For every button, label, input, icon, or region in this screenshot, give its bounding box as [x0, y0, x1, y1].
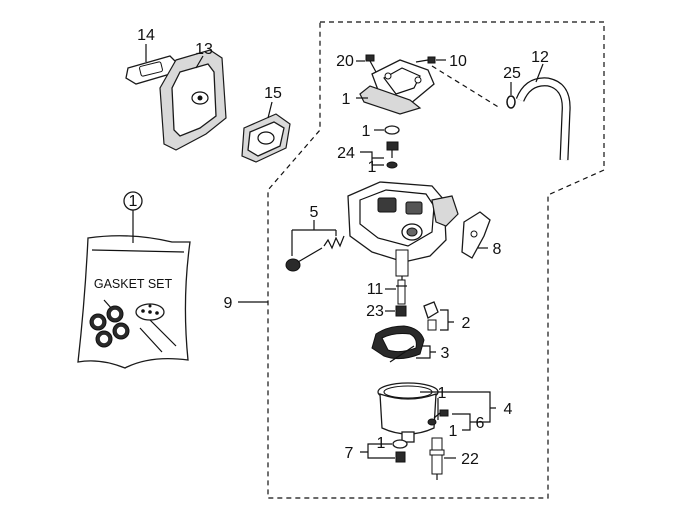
callout-14: 14 — [137, 27, 155, 44]
pilot-screw-5 — [285, 235, 345, 272]
choke-lever-8 — [461, 211, 491, 259]
callout-7: 7 — [345, 445, 354, 462]
callout-3: 3 — [441, 345, 450, 362]
callout-15: 15 — [264, 85, 282, 102]
drain-screw-6 — [427, 409, 449, 426]
gasket-set-ref: 1 — [129, 193, 138, 210]
clamp-25 — [506, 95, 516, 109]
main-jet-23 — [395, 305, 407, 317]
carburetor-body — [347, 181, 459, 282]
callout-9: 9 — [224, 295, 233, 312]
callout-11: 11 — [367, 281, 384, 298]
drain-tube-22 — [429, 437, 445, 480]
callout-1-bowl: 1 — [438, 385, 447, 402]
callout-12: 12 — [531, 49, 549, 66]
callout-13: 13 — [195, 41, 213, 58]
callout-8: 8 — [493, 241, 502, 258]
callout-5: 5 — [310, 204, 319, 221]
gasket-15 — [241, 113, 291, 163]
fuel-hose-12 — [515, 77, 571, 161]
screw-10 — [415, 56, 436, 64]
screw-20 — [365, 54, 377, 73]
callout-1-cover: 1 — [342, 91, 351, 108]
callout-2: 2 — [462, 315, 471, 332]
callout-1-drain: 1 — [449, 423, 458, 440]
insulator-13 — [159, 49, 227, 151]
callout-20: 20 — [336, 53, 354, 70]
callout-25: 25 — [503, 65, 521, 82]
bowl-bolt-7 — [392, 439, 408, 463]
callout-1-washer: 1 — [362, 123, 371, 140]
callout-23: 23 — [366, 303, 384, 320]
callout-1-nozzle: 1 — [368, 159, 377, 176]
assembly-boundary-9 — [267, 21, 605, 499]
callout-6: 6 — [476, 415, 485, 432]
nozzle-parts-24 — [384, 125, 400, 169]
gasket-set-bag — [77, 235, 191, 369]
needle-valve-2 — [423, 301, 439, 331]
callout-1-bolt: 1 — [377, 435, 386, 452]
callout-4: 4 — [504, 401, 513, 418]
cover-plate — [359, 59, 435, 115]
callout-10: 10 — [449, 53, 467, 70]
callout-22: 22 — [461, 451, 479, 468]
callout-24: 24 — [337, 145, 355, 162]
float-3 — [371, 325, 425, 363]
main-nozzle-11 — [396, 279, 407, 305]
gasket-set-label: GASKET SET — [94, 277, 173, 291]
